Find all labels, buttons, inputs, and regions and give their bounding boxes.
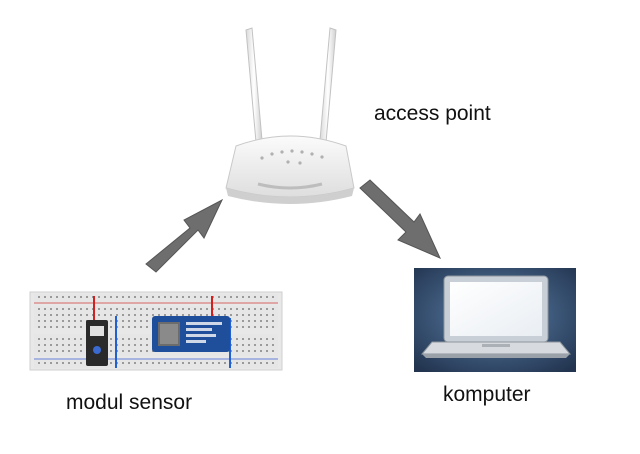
arrow-sensor-to-ap	[145, 198, 224, 273]
wifi-router-icon	[225, 27, 355, 204]
breadboard-sensor-icon	[29, 291, 283, 371]
laptop-icon	[414, 268, 576, 372]
access-point-label: access point	[374, 102, 491, 125]
computer-label: komputer	[443, 383, 531, 406]
sensor-module-label: modul sensor	[66, 391, 193, 414]
arrow-ap-to-computer	[359, 179, 441, 259]
